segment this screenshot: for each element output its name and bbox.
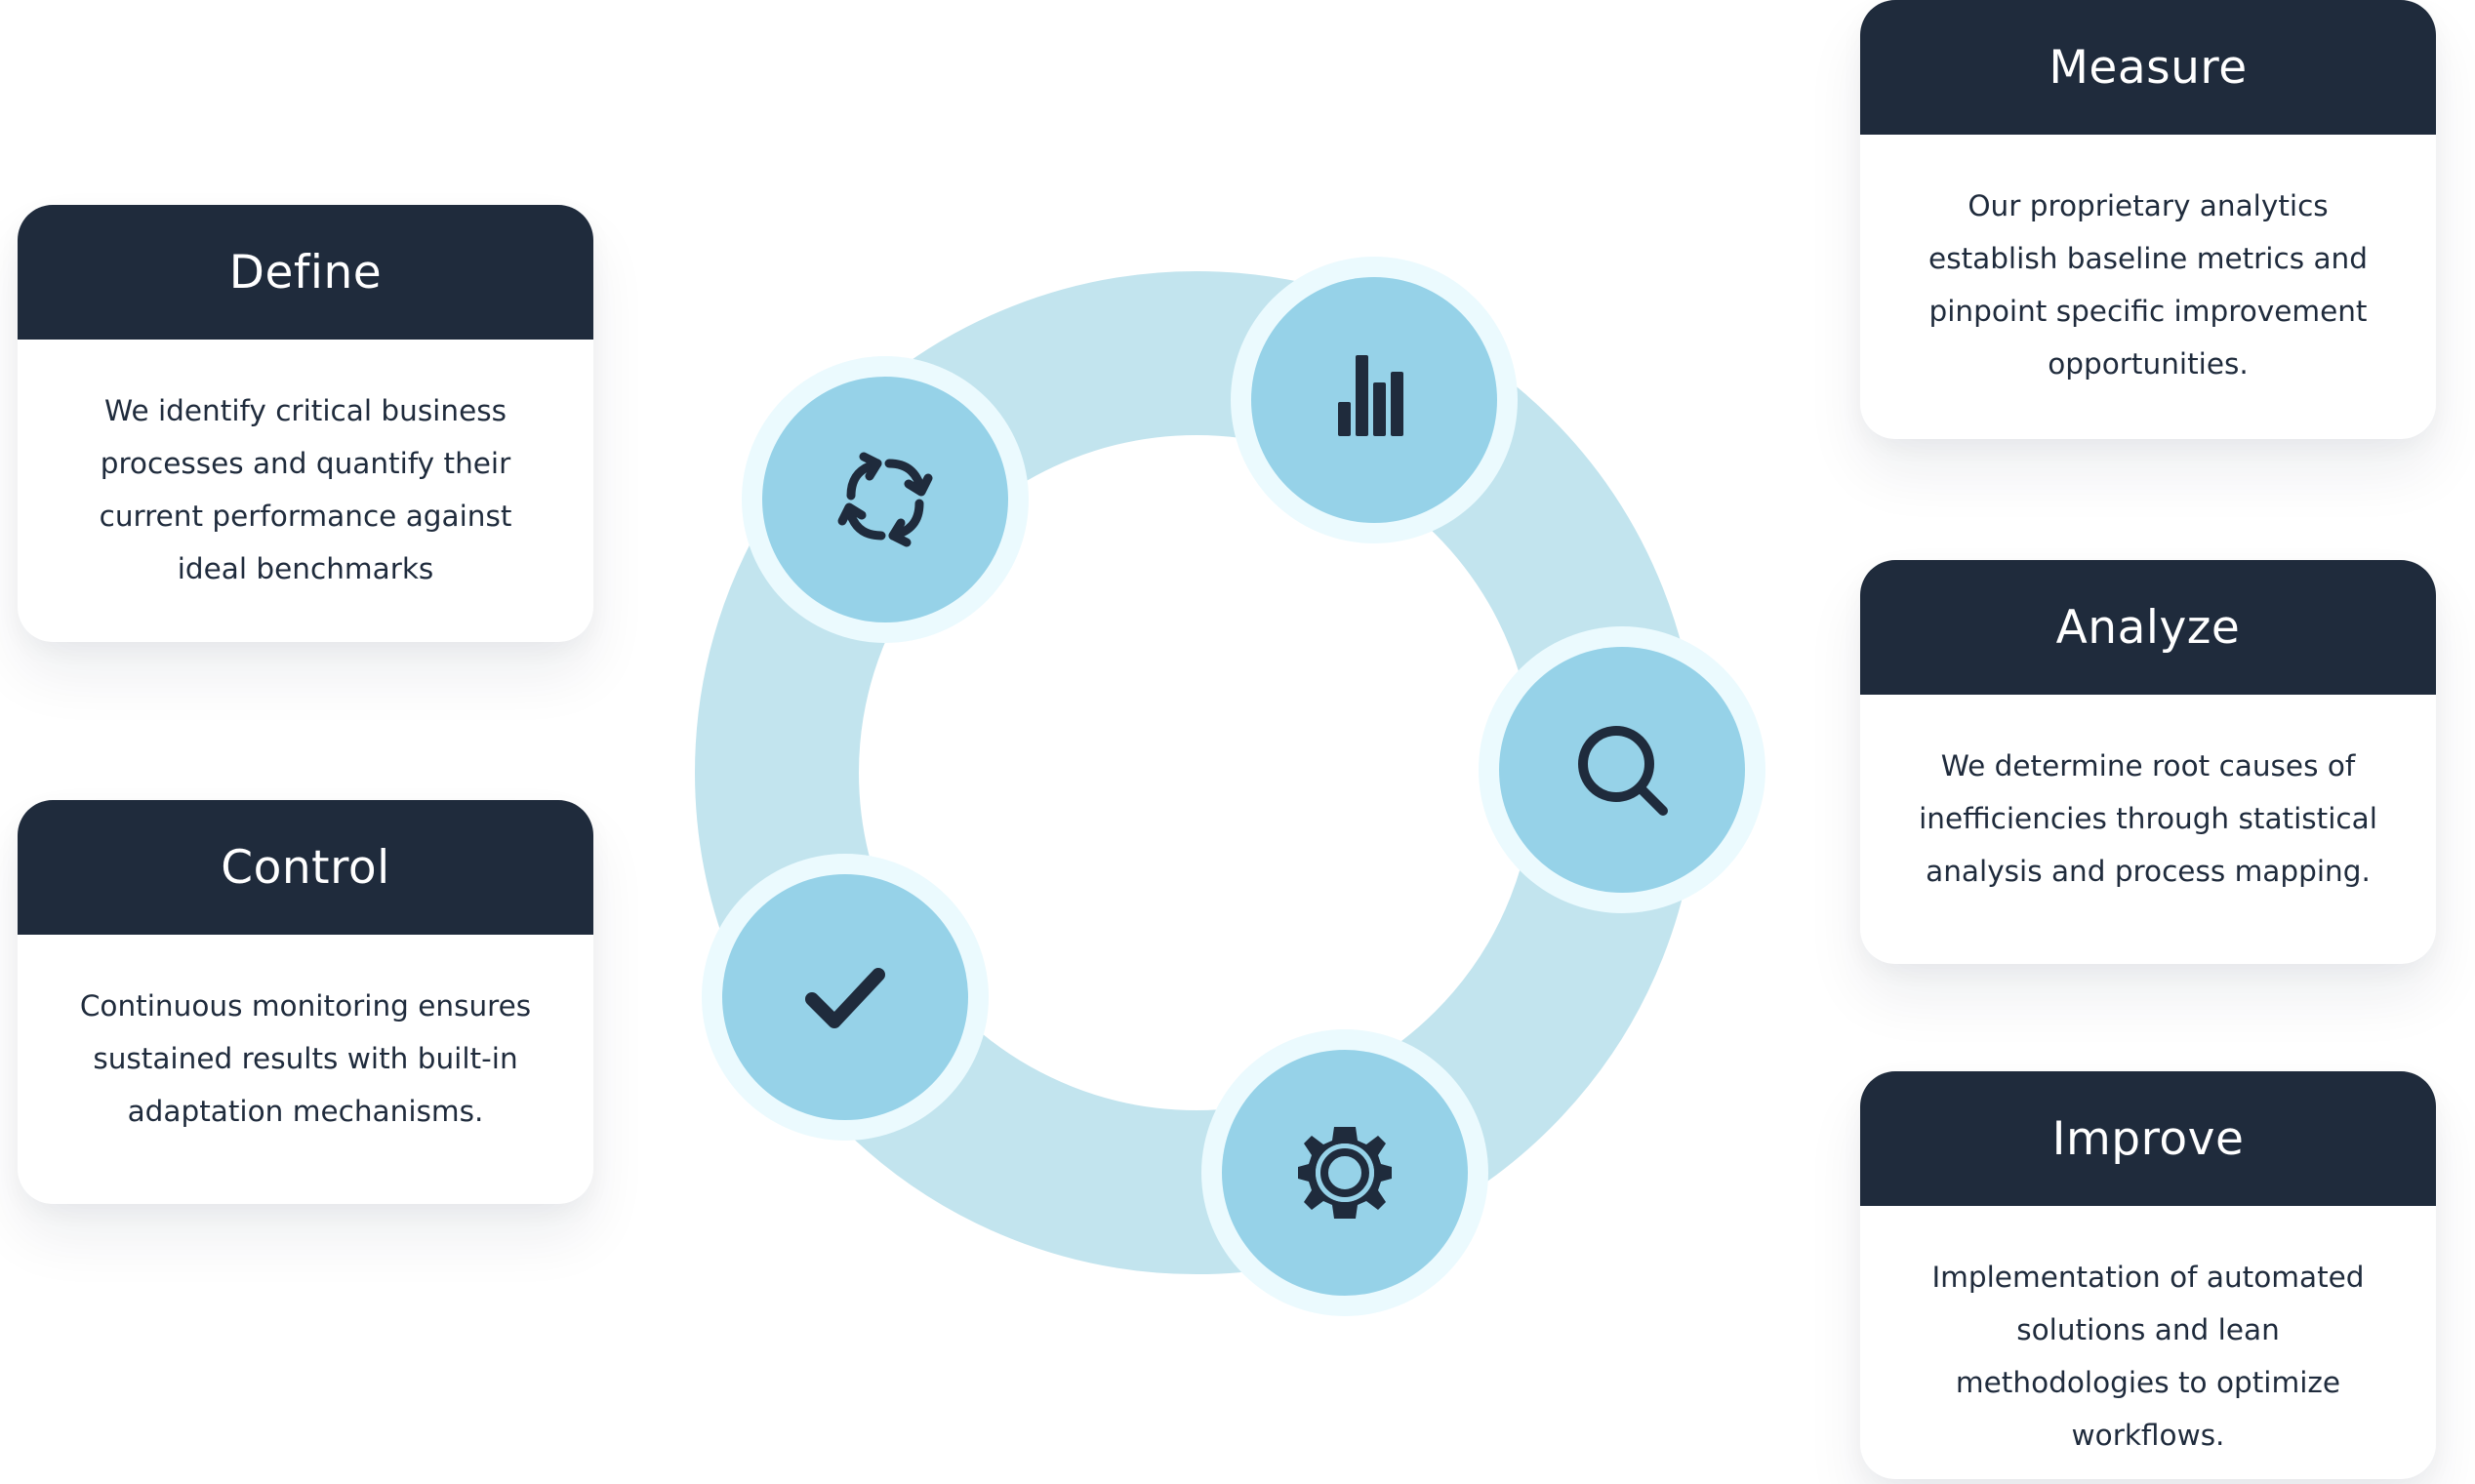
checkmark-icon — [805, 968, 885, 1028]
gear-icon — [1298, 1127, 1392, 1219]
step-description: Implementation of automated solutions an… — [1931, 1261, 2365, 1452]
step-card-define: Define We identify critical business pro… — [18, 205, 593, 642]
step-title: Control — [18, 800, 593, 935]
bar-chart-icon — [1338, 355, 1403, 436]
step-description: Continuous monitoring ensures sustained … — [79, 989, 532, 1128]
refresh-cycle-icon — [837, 452, 933, 547]
step-title: Define — [18, 205, 593, 340]
node-define — [742, 356, 1029, 643]
node-analyze — [1479, 626, 1765, 913]
step-title: Analyze — [1860, 560, 2436, 695]
node-improve — [1201, 1029, 1488, 1316]
step-description: We determine root causes of inefficienci… — [1919, 749, 2377, 888]
step-description: We identify critical business processes … — [99, 394, 512, 585]
step-card-analyze: Analyze We determine root causes of inef… — [1860, 560, 2436, 964]
step-card-control: Control Continuous monitoring ensures su… — [18, 800, 593, 1204]
magnifier-icon — [1578, 726, 1668, 816]
step-title: Measure — [1860, 0, 2436, 135]
step-card-improve: Improve Implementation of automated solu… — [1860, 1071, 2436, 1479]
node-control — [702, 854, 989, 1141]
step-title: Improve — [1860, 1071, 2436, 1206]
step-description: Our proprietary analytics establish base… — [1928, 189, 2368, 381]
node-measure — [1231, 257, 1518, 543]
step-card-measure: Measure Our proprietary analytics establ… — [1860, 0, 2436, 439]
